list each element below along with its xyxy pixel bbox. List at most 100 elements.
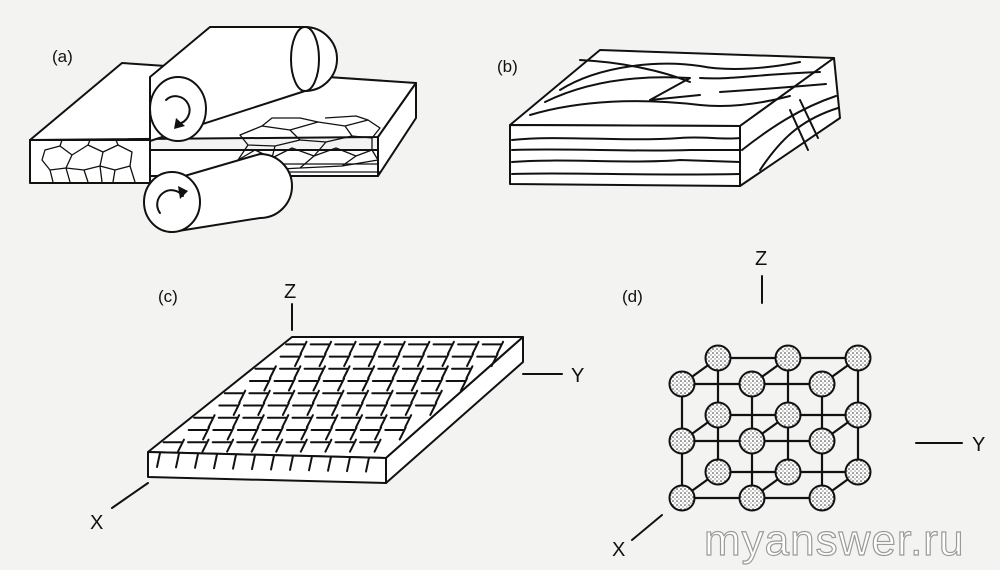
x-axis-line bbox=[111, 482, 149, 509]
fiber-vertical bbox=[380, 401, 389, 416]
panel-d-label: (d) bbox=[622, 287, 643, 306]
fiber-vertical bbox=[281, 414, 290, 429]
panel-b-label: (b) bbox=[497, 57, 518, 76]
fiber-end bbox=[156, 452, 161, 468]
fiber-vertical bbox=[349, 426, 358, 441]
fiber-end bbox=[365, 456, 370, 473]
fiber-vertical bbox=[262, 389, 271, 404]
fiber-vertical bbox=[465, 365, 474, 380]
fiber-vertical bbox=[299, 438, 308, 453]
fiber-vertical bbox=[429, 401, 438, 416]
fiber-vertical bbox=[201, 438, 210, 453]
fiber-vertical bbox=[367, 365, 376, 380]
fiber-vertical bbox=[404, 414, 413, 429]
fiber-vertical bbox=[490, 353, 499, 368]
lattice-atom bbox=[668, 484, 696, 512]
fiber-vertical bbox=[466, 353, 475, 368]
lattice-atom bbox=[774, 401, 802, 429]
fiber-vertical bbox=[324, 340, 333, 355]
fiber-vertical bbox=[379, 414, 388, 429]
fiber-end bbox=[194, 452, 199, 469]
panel-d: (d) Z Y X bbox=[612, 248, 985, 561]
fiber-vertical bbox=[422, 340, 431, 355]
fiber-vertical bbox=[342, 365, 351, 380]
panel-a: (a) bbox=[29, 26, 417, 233]
fiber-vertical bbox=[293, 365, 302, 380]
z-axis-label-d: Z bbox=[755, 248, 767, 270]
x-axis-label: X bbox=[90, 512, 103, 534]
lattice-atom bbox=[704, 458, 732, 486]
lattice-atom bbox=[738, 370, 766, 398]
fiber-vertical bbox=[281, 401, 290, 416]
layered-block bbox=[509, 49, 841, 187]
lattice-atom bbox=[738, 427, 766, 455]
fiber-end bbox=[308, 455, 313, 472]
panel-c: (c) Z Y X bbox=[90, 281, 584, 534]
grain-lines-front bbox=[511, 136, 741, 176]
fiber-vertical bbox=[343, 353, 352, 368]
fiber-vertical bbox=[305, 414, 314, 429]
lattice-atoms bbox=[668, 344, 872, 512]
panel-b: (b) bbox=[497, 49, 841, 187]
lattice-atom bbox=[668, 370, 696, 398]
x-axis-label-d: X bbox=[612, 539, 625, 561]
y-axis-label: Y bbox=[571, 365, 584, 387]
fiber-vertical bbox=[317, 365, 326, 380]
fiber-end bbox=[175, 452, 180, 469]
fiber-vertical bbox=[385, 389, 394, 404]
fiber-vertical bbox=[348, 340, 357, 355]
lattice-atom bbox=[808, 370, 836, 398]
fiber-vertical bbox=[207, 414, 216, 429]
fiber-vertical bbox=[268, 365, 277, 380]
fiber-vertical bbox=[398, 426, 407, 441]
panel-c-label: (c) bbox=[158, 287, 178, 306]
fiber-vertical bbox=[397, 340, 406, 355]
lattice-atom bbox=[704, 344, 732, 372]
fiber-vertical bbox=[312, 377, 321, 392]
grain-structure-after bbox=[237, 115, 381, 173]
fiber-end bbox=[213, 453, 218, 470]
fiber-vertical bbox=[287, 377, 296, 392]
fiber-vertical bbox=[324, 426, 333, 441]
upper-roll bbox=[149, 26, 338, 142]
y-axis-label-d: Y bbox=[972, 434, 985, 456]
fiber-end bbox=[232, 453, 237, 470]
fiber-vertical bbox=[318, 353, 327, 368]
fiber-end bbox=[327, 455, 332, 472]
fiber-vertical bbox=[373, 438, 382, 453]
fiber-vertical bbox=[226, 426, 235, 441]
fiber-end bbox=[251, 454, 256, 471]
fiber-vertical bbox=[300, 426, 309, 441]
fiber-vertical bbox=[330, 414, 339, 429]
z-axis-label: Z bbox=[284, 281, 296, 303]
fiber-vertical bbox=[435, 377, 444, 392]
fiber-vertical bbox=[275, 426, 284, 441]
fiber-vertical bbox=[238, 389, 247, 404]
fiber-vertical bbox=[392, 353, 401, 368]
fiber-vertical bbox=[367, 353, 376, 368]
fiber-vertical bbox=[373, 340, 382, 355]
fiber-vertical bbox=[324, 438, 333, 453]
fiber-vertical bbox=[256, 414, 265, 429]
lower-roll bbox=[143, 153, 293, 233]
lattice-atom bbox=[774, 344, 802, 372]
fiber-vertical bbox=[386, 377, 395, 392]
grain-structure-before bbox=[41, 139, 136, 183]
fiber-vertical bbox=[311, 389, 320, 404]
fiber-vertical bbox=[337, 377, 346, 392]
fiber-vertical bbox=[287, 389, 296, 404]
lattice-atom bbox=[808, 427, 836, 455]
fiber-vertical bbox=[416, 365, 425, 380]
lattice-atom bbox=[738, 484, 766, 512]
fiber-vertical bbox=[446, 340, 455, 355]
lattice-atom bbox=[844, 344, 872, 372]
fiber-vertical bbox=[434, 389, 443, 404]
lattice-atom bbox=[808, 484, 836, 512]
fiber-end bbox=[289, 454, 294, 471]
panel-a-label: (a) bbox=[52, 47, 73, 66]
fiber-vertical bbox=[275, 438, 284, 453]
grain-lines-top bbox=[529, 59, 827, 116]
watermark: myanswer.ru bbox=[704, 516, 964, 565]
fiber-vertical bbox=[331, 401, 340, 416]
